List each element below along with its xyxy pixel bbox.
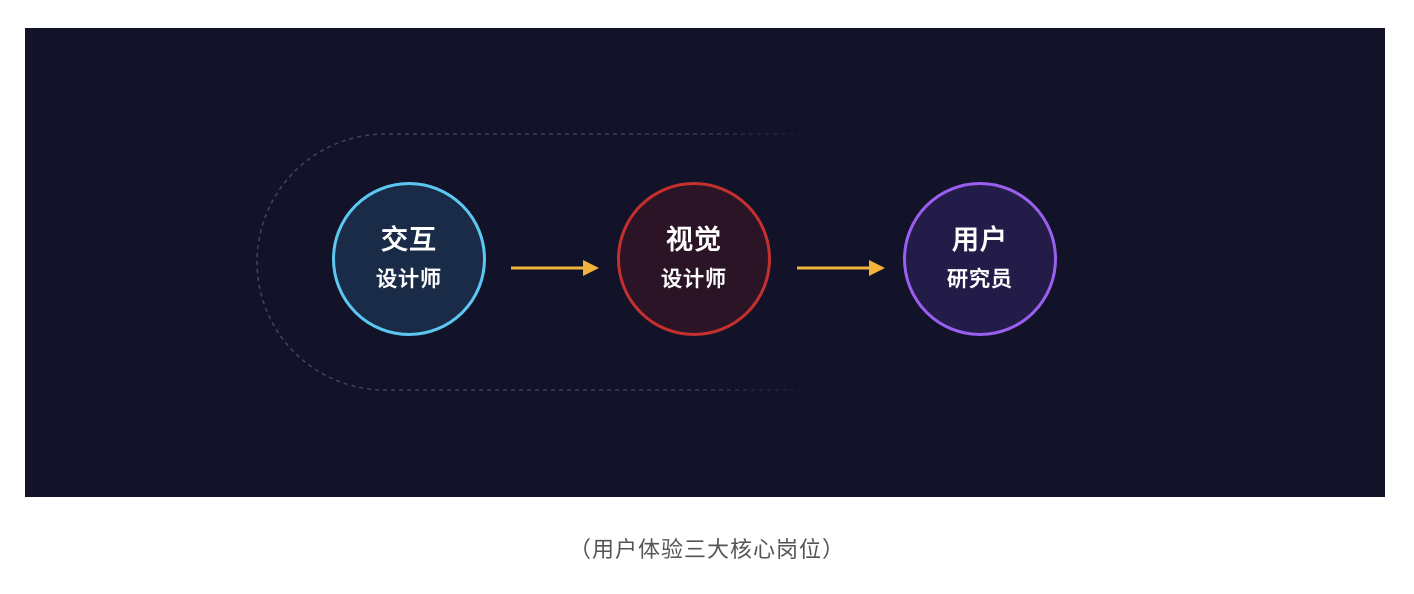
node-subtitle: 设计师 xyxy=(661,267,727,291)
node-title: 视觉 xyxy=(666,225,722,256)
arrow-right-icon xyxy=(511,260,599,276)
node-title: 用户 xyxy=(952,225,1008,256)
diagram-panel: 交互 设计师 视觉 设计师 用户 研究员 xyxy=(25,28,1385,497)
node-interaction-designer: 交互 设计师 xyxy=(332,182,486,336)
node-visual-designer: 视觉 设计师 xyxy=(617,182,771,336)
node-subtitle: 研究员 xyxy=(947,267,1013,291)
node-user-researcher: 用户 研究员 xyxy=(903,182,1057,336)
node-title: 交互 xyxy=(381,225,437,256)
node-subtitle: 设计师 xyxy=(376,267,442,291)
figure-caption: （用户体验三大核心岗位） xyxy=(568,538,845,563)
arrow-right-icon xyxy=(797,260,885,276)
